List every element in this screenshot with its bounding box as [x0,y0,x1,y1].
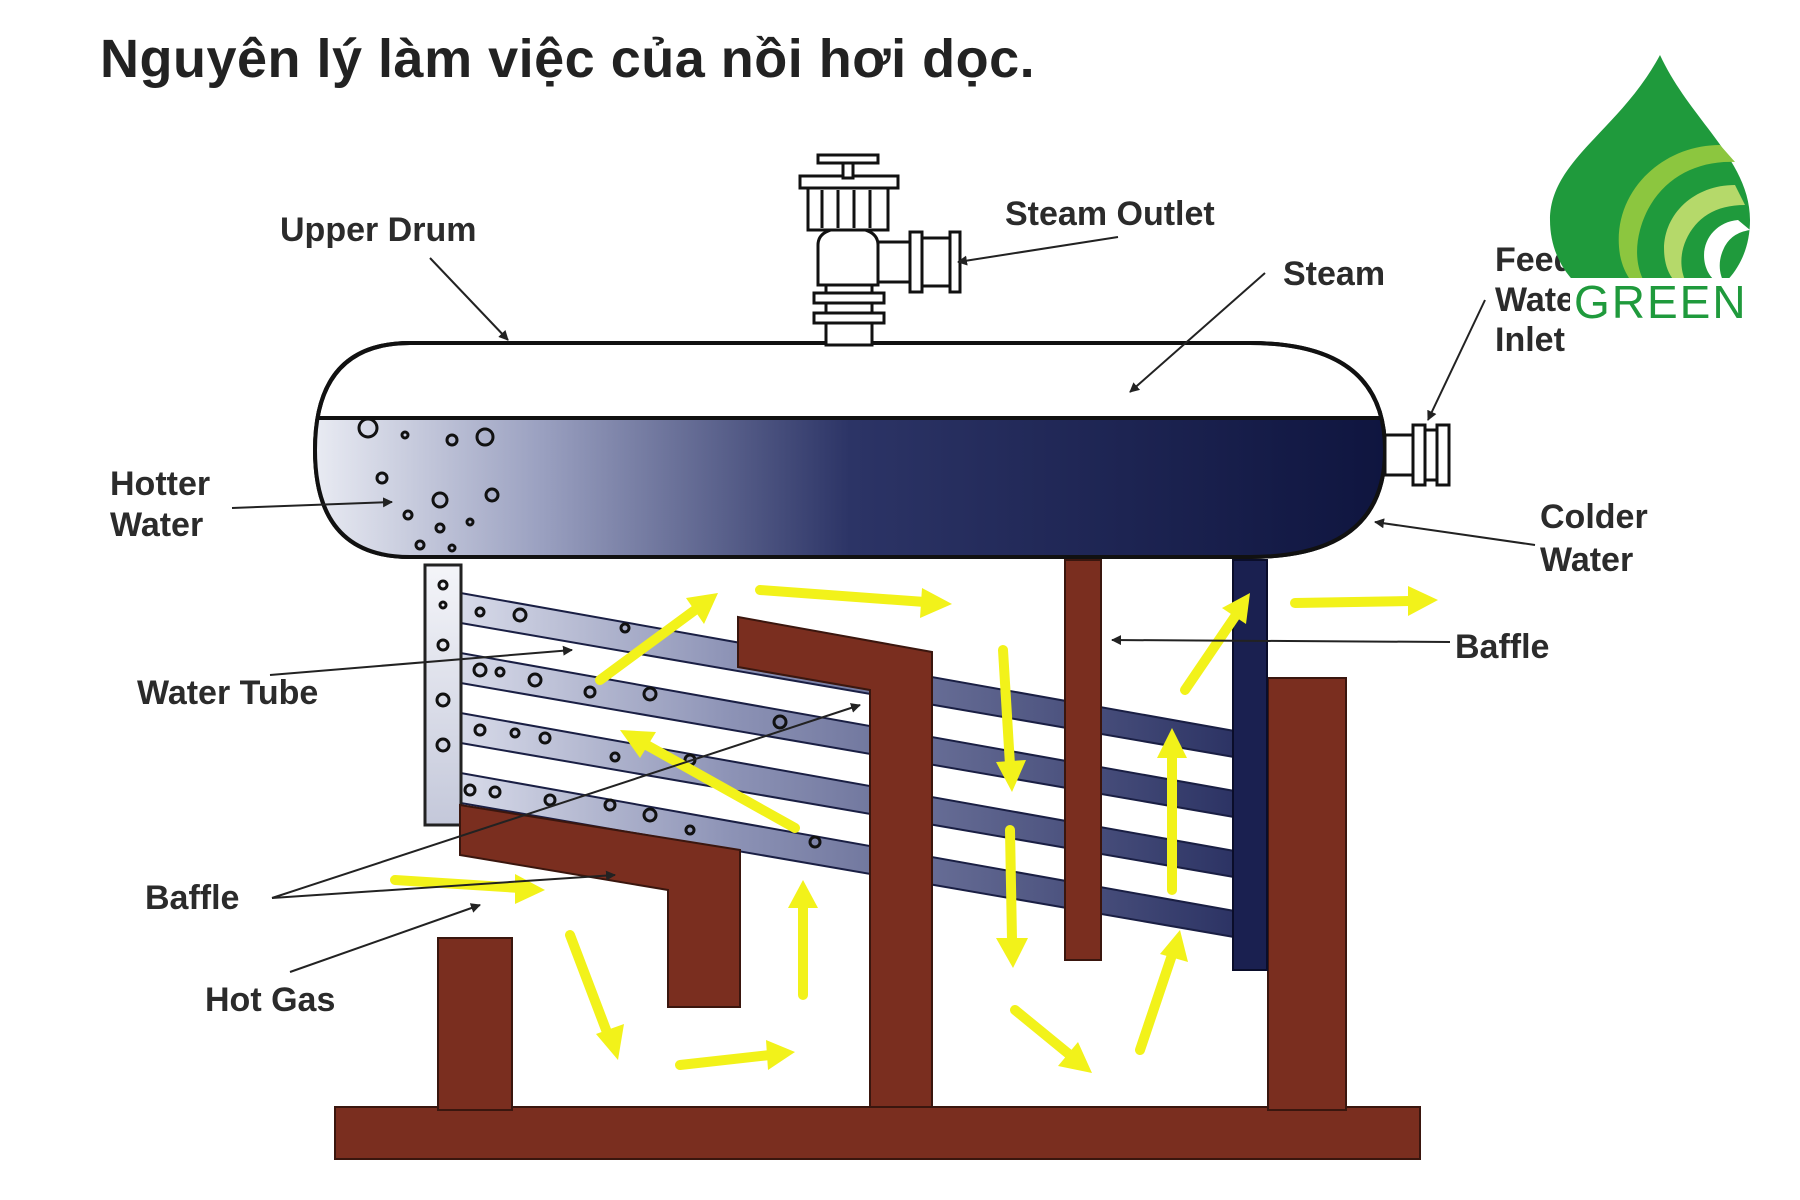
steam-bubbles [357,417,500,553]
label-upper-drum: Upper Drum [280,211,477,249]
drum-water [315,418,1385,557]
callout-lines [231,236,1536,973]
baffle-middle [737,615,933,1108]
label-colder-water-2: Water [1540,541,1634,579]
label-hotter-water-2: Water [110,506,204,544]
feed-water-inlet-pipe [1383,423,1451,487]
label-baffle-left: Baffle [145,879,240,917]
label-steam-outlet: Steam Outlet [1005,195,1215,233]
left-leg [437,937,513,1111]
tube-bubbles [463,606,822,849]
hot-gas-flow-arrows [390,585,1438,1073]
steam-outlet-valve [798,153,962,347]
green-leaf-logo-icon [1550,55,1750,312]
right-downcomer [1232,559,1268,971]
base-plate [334,1106,1421,1160]
page-title: Nguyên lý làm việc của nồi hơi dọc. [100,29,1036,89]
label-steam: Steam [1283,255,1386,293]
logo-text: GREEN [1570,278,1752,326]
right-leg [1267,677,1347,1111]
label-feed-water-inlet-3: Inlet [1495,321,1565,359]
label-hotter-water-1: Hotter [110,465,211,503]
baffle-right [1064,559,1102,961]
label-hot-gas: Hot Gas [205,981,336,1019]
label-baffle-right: Baffle [1455,628,1550,666]
label-water-tube: Water Tube [137,674,319,712]
label-colder-water-1: Colder [1540,498,1648,536]
baffle-lower [459,803,741,1008]
